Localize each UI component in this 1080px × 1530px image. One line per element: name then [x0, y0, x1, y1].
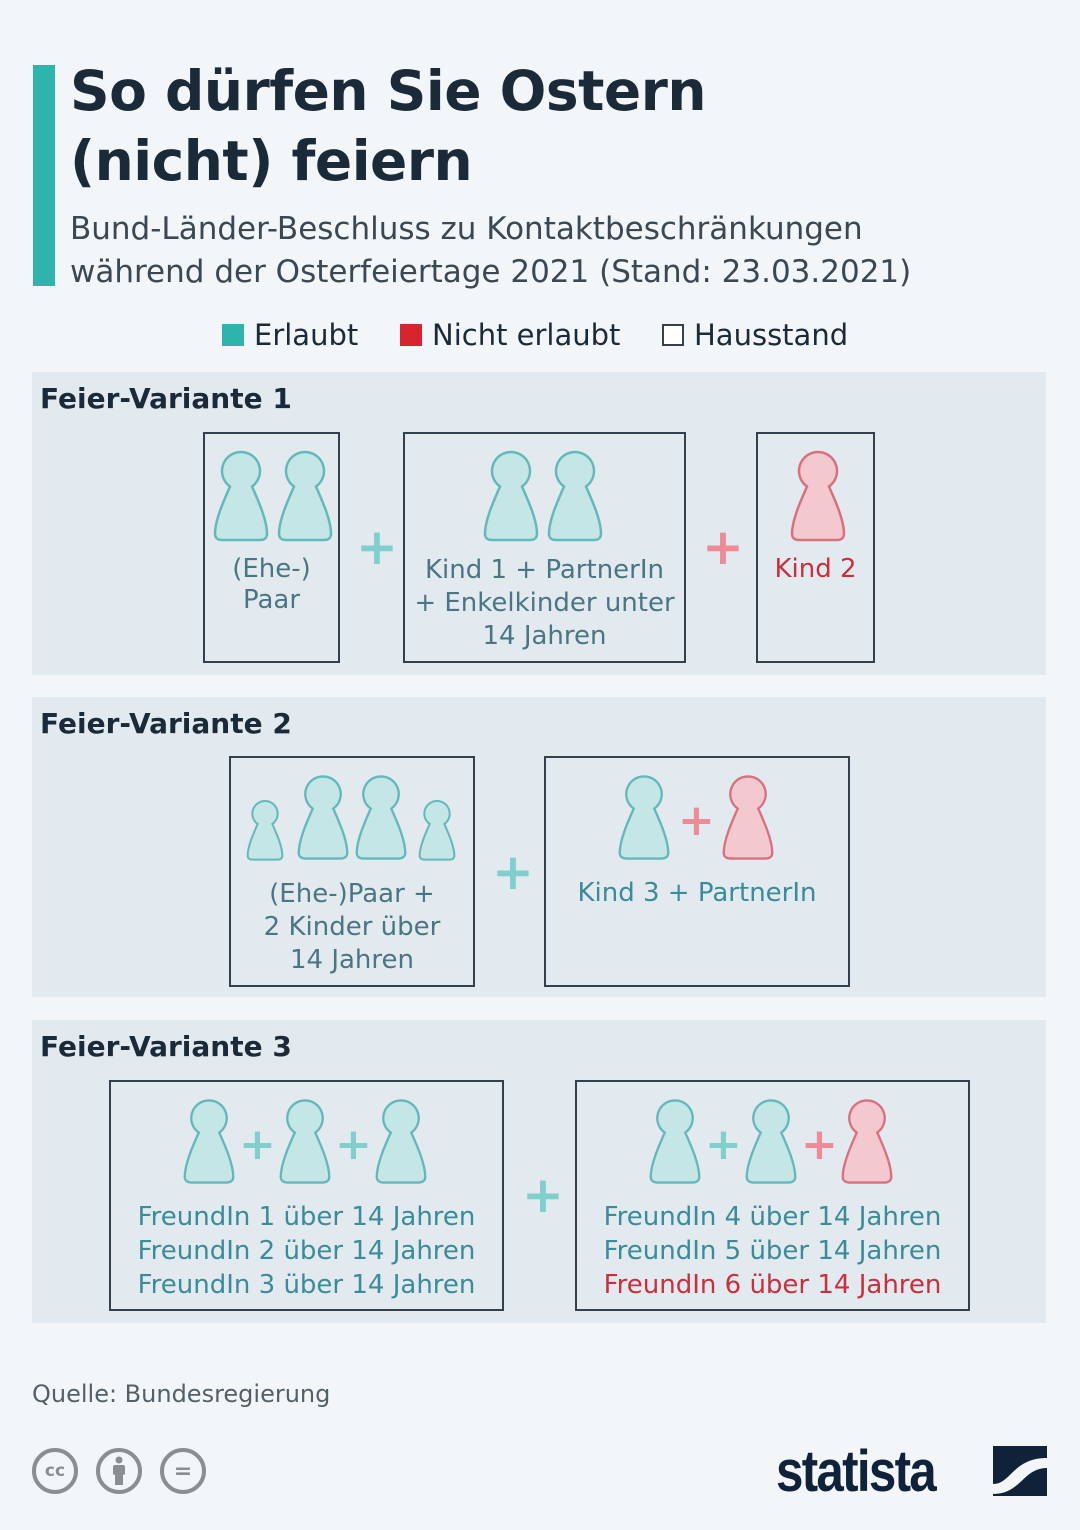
- household-box: Kind 2: [756, 432, 875, 663]
- by-icon[interactable]: [96, 1448, 142, 1494]
- pawn-allowed-icon: [647, 1096, 703, 1186]
- plus-icon: +: [239, 1119, 276, 1170]
- plus-icon: +: [702, 518, 744, 576]
- pawn-small-allowed-icon: [417, 798, 457, 862]
- cc-icon[interactable]: cc: [32, 1448, 78, 1494]
- variant-3-panel: Feier-Variante 3 + + FreundIn 1 über 14 …: [32, 1020, 1046, 1323]
- statista-logo[interactable]: statista: [776, 1439, 937, 1504]
- legend-swatch-red: [400, 324, 422, 346]
- pawn-small-allowed-icon: [245, 798, 285, 862]
- plus-icon: +: [356, 518, 398, 576]
- plus-icon: +: [678, 795, 715, 846]
- box-label: (Ehe-)Paar: [232, 554, 311, 615]
- pawn-not-allowed-icon: [839, 1096, 895, 1186]
- pawn-allowed-icon: [743, 1096, 799, 1186]
- source-note: Quelle: Bundesregierung: [32, 1380, 331, 1408]
- pawn-allowed-icon: [481, 448, 541, 543]
- plus-icon: +: [522, 1166, 564, 1224]
- variant-1-panel: Feier-Variante 1 (Ehe-)Paar + Kind 1 + P…: [32, 372, 1046, 675]
- pawn-allowed-icon: [353, 772, 409, 862]
- pawn-allowed-icon: [211, 448, 271, 543]
- pawn-allowed-icon: [275, 448, 335, 543]
- legend-nicht-erlaubt: Nicht erlaubt: [400, 318, 620, 352]
- legend-swatch-white: [662, 324, 684, 346]
- plus-icon: +: [705, 1119, 742, 1170]
- variant-2-panel: Feier-Variante 2 (Ehe-)Paar +2 Kinder üb…: [32, 697, 1046, 997]
- title-accent-bar: [33, 65, 55, 286]
- license-icons[interactable]: cc =: [32, 1448, 206, 1494]
- household-box: + Kind 3 + PartnerIn: [544, 756, 850, 987]
- statista-logo-mark-icon: [993, 1446, 1047, 1496]
- legend-label: Nicht erlaubt: [432, 318, 621, 352]
- title-line-2: (nicht) feiern: [70, 129, 473, 193]
- pawn-not-allowed-icon: [720, 772, 776, 862]
- pawn-allowed-icon: [545, 448, 605, 543]
- plus-icon: +: [492, 843, 534, 901]
- household-box: (Ehe-)Paar: [203, 432, 340, 663]
- pawn-allowed-icon: [181, 1096, 237, 1186]
- pawn-not-allowed-icon: [788, 448, 848, 543]
- nd-icon[interactable]: =: [160, 1448, 206, 1494]
- legend-label: Erlaubt: [254, 318, 359, 352]
- legend-erlaubt: Erlaubt: [222, 318, 358, 352]
- page-title: So dürfen Sie Ostern (nicht) feiern: [70, 56, 707, 196]
- subtitle-line-1: Bund-Länder-Beschluss zu Kontaktbeschrän…: [70, 211, 863, 247]
- box-label: Kind 2: [774, 554, 857, 584]
- legend-label: Hausstand: [694, 318, 849, 352]
- pawn-allowed-icon: [373, 1096, 429, 1186]
- variant-title: Feier-Variante 2: [40, 707, 292, 740]
- title-line-1: So dürfen Sie Ostern: [70, 59, 707, 123]
- subtitle: Bund-Länder-Beschluss zu Kontaktbeschrän…: [70, 208, 911, 294]
- variant-title: Feier-Variante 3: [40, 1030, 292, 1063]
- pawn-allowed-icon: [295, 772, 351, 862]
- pawn-allowed-icon: [277, 1096, 333, 1186]
- variant-title: Feier-Variante 1: [40, 382, 292, 415]
- plus-icon: +: [335, 1119, 372, 1170]
- plus-icon: +: [801, 1119, 838, 1170]
- box-label: Kind 3 + PartnerIn: [577, 878, 817, 908]
- legend-swatch-teal: [222, 324, 244, 346]
- pawn-allowed-icon: [616, 772, 672, 862]
- legend-hausstand: Hausstand: [662, 318, 848, 352]
- subtitle-line-2: während der Osterfeiertage 2021 (Stand: …: [70, 254, 912, 290]
